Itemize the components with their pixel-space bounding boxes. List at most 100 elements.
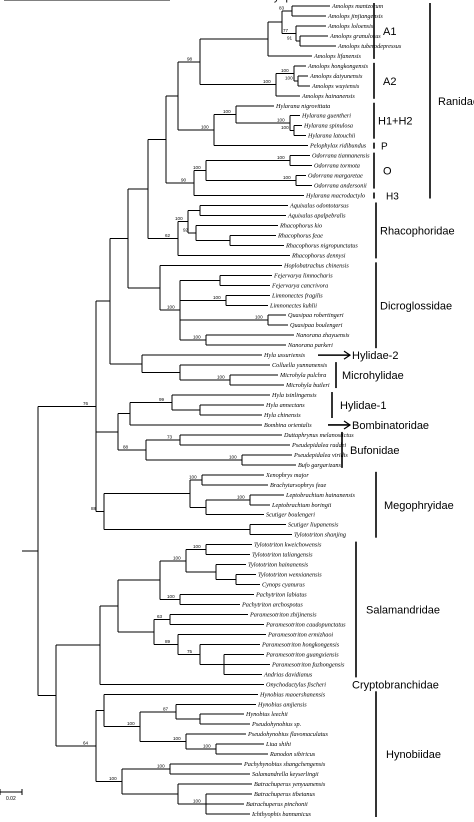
support-value: 63 (157, 614, 163, 619)
taxon-label: Amolops daiyunensis (309, 73, 363, 80)
taxon-label: Salamandrella keyserlingii (252, 771, 319, 778)
clade-label: Salamandridae (366, 605, 440, 617)
taxon-label: Amolops loloensis (327, 23, 374, 30)
scale-label: 0.02 (6, 796, 16, 802)
arrow-head (343, 420, 352, 430)
clade-brackets: A1A2H1+H2POH3RanidaeRhacophoridaeDicrogl… (250, 0, 474, 817)
clade-label: Rhacophoridae (380, 225, 455, 237)
support-value: 91 (287, 35, 293, 40)
support-value: 100 (263, 79, 271, 84)
support-value: 100 (281, 68, 289, 73)
taxon-label: Amolops mantzorum (331, 3, 384, 10)
taxon-label: Paramesotriton guangxiensis (265, 651, 339, 658)
taxon-label: Odorrana andersonii (314, 183, 367, 190)
taxon-label: Pseudohynobius flavomaculatus (247, 731, 329, 738)
support-value: 100 (229, 454, 237, 459)
support-value: 100 (167, 594, 175, 599)
taxon-label: Odorrana tiannanensis (312, 153, 370, 160)
taxon-label: Amolops hongkongensis (307, 63, 369, 70)
taxon-label: Liua shihi (265, 741, 291, 748)
taxon-label: Bombina orientalis (264, 422, 312, 429)
clade-label: Hynobiidae (386, 749, 441, 761)
support-value: 87 (163, 706, 169, 711)
clade-label: Dicroglossidae (380, 300, 452, 312)
support-value: 100 (193, 165, 201, 170)
tree-branches (4, 0, 336, 815)
taxon-label: Scutiger boulengeri (266, 512, 315, 519)
taxon-label: Pelophylax ridibundus (309, 143, 367, 150)
support-value: 100 (255, 315, 263, 320)
taxon-label: Colluella yunnanensis (272, 362, 328, 369)
support-value: 62 (165, 233, 171, 238)
taxon-label: Odorrana tormota (314, 163, 360, 170)
taxon-label: Batrachuperus yenyuanensis (254, 781, 326, 788)
support-value: 100 (213, 295, 221, 300)
support-value: 92 (183, 227, 189, 232)
clade-label: H1+H2 (378, 116, 413, 128)
taxon-label: Nanorana zhayuensis (295, 332, 350, 339)
support-values: 8391771001001009810010010010010010010090… (83, 0, 293, 804)
support-value: 100 (201, 125, 209, 130)
taxon-label: Xenophrys major (265, 472, 309, 479)
taxon-label: Pachyhynobius shangchengensis (243, 761, 326, 768)
taxon-label: Amolops wuyiensis (311, 83, 360, 90)
clade-label: Megophryidae (384, 500, 454, 512)
clade-label: A2 (383, 76, 396, 88)
support-value: 100 (193, 335, 201, 340)
taxon-label: Andrias davidianus (263, 671, 313, 678)
taxon-label: Hylarana macrodactylo (305, 193, 365, 200)
taxon-label: Paramesotriton hongkongensis (261, 641, 340, 648)
taxon-label: Nanorana parkeri (287, 342, 333, 349)
support-value: 100 (277, 155, 285, 160)
support-value: 100 (277, 118, 285, 123)
taxon-label: Hylarana latouchii (307, 133, 356, 140)
taxon-label: Tylototriton wenxianensis (258, 572, 322, 579)
taxon-label: Hyla annectans (265, 402, 305, 409)
taxon-label: Pseudohynobius sp. (251, 721, 301, 728)
clade-label: Bufonidae (350, 445, 400, 457)
support-value: 100 (167, 305, 175, 310)
support-value: 64 (83, 741, 89, 746)
arrow-head (343, 350, 352, 360)
support-value: 100 (281, 125, 289, 130)
clade-label: Ranidae (438, 96, 474, 108)
taxon-label: Pseudepidalea viridis (293, 452, 348, 459)
support-value: 100 (127, 721, 135, 726)
taxon-label: Limnonectes kuhlii (269, 302, 317, 309)
support-value: 100 (189, 474, 197, 479)
taxon-label: Tylototriton hainanensis (248, 562, 309, 569)
taxon-label: Rhacophorus nigropunctatus (285, 242, 358, 249)
support-value: 88 (91, 506, 97, 511)
taxon-label: Hyla chinensis (263, 412, 301, 419)
taxon-label: Rhacophorus dennysi (291, 252, 346, 259)
taxon-label: Ichthyophis bannanicus (251, 811, 312, 818)
support-value: 100 (193, 799, 201, 804)
taxon-label: Hynobius leechii (245, 711, 288, 718)
taxon-label: Microhyla pulchra (279, 372, 326, 379)
taxon-label: Rhacophorus kio (279, 222, 322, 229)
taxon-label: Pachytriton archospotus (241, 602, 303, 609)
support-value: 100 (147, 0, 155, 1)
clade-label: Microhylidae (342, 370, 404, 382)
clade-label: Cryptobranchidae (352, 679, 439, 691)
support-value: 100 (173, 736, 181, 741)
clade-label: Bombinatoridae (352, 420, 429, 432)
support-value: 100 (109, 776, 117, 781)
clade-label: Ichthyophiidae (250, 0, 321, 3)
taxon-label: Fejervarya limnocharis (273, 272, 333, 279)
taxon-label: Hylarana guentheri (301, 113, 351, 120)
taxon-label: Pseudepidalea raddei (291, 442, 346, 449)
taxon-label: Leptobrachium hainanensis (285, 492, 356, 499)
clade-label: Hylidae-1 (340, 400, 386, 412)
support-value: 98 (187, 56, 193, 61)
clade-label: O (383, 166, 392, 178)
taxon-label: Hyla ussuriensis (263, 352, 306, 359)
taxon-label: Quasipaa robertingeri (288, 312, 344, 319)
taxon-label: Amolops granulosus (329, 33, 381, 40)
taxon-label: Hoplobatrachus chinensis (283, 262, 349, 269)
taxon-label: Onychodactylus fischeri (266, 681, 326, 688)
taxon-label: Paramesotriton ermizhaoi (267, 631, 333, 638)
taxon-label: Fejervarya cancrivora (271, 282, 328, 289)
taxon-label: Rhacophorus feae (277, 232, 323, 239)
